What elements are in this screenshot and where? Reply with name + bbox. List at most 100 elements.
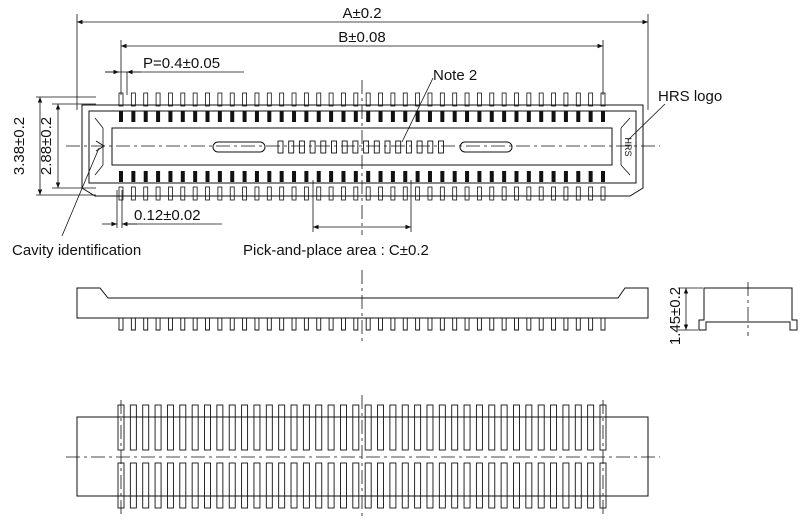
- pin-top: [192, 92, 198, 107]
- pin-bottom-contact: [489, 171, 494, 182]
- pin-bottom: [588, 186, 594, 201]
- pin-bottom: [291, 186, 297, 201]
- bottom-pin-lower: [389, 462, 397, 509]
- pin-top-contact: [465, 111, 470, 122]
- bottom-pin-upper: [426, 404, 434, 451]
- bottom-pin-upper: [513, 404, 520, 451]
- side-pin: [501, 318, 507, 331]
- pin-bottom-contact: [403, 171, 408, 182]
- pin-bottom-contact: [292, 171, 297, 182]
- bottom-pin-upper: [377, 404, 384, 451]
- pin-bottom-contact: [193, 171, 198, 182]
- pin-bottom: [217, 186, 223, 201]
- center-contact: [320, 140, 327, 154]
- pin-bottom-contact: [119, 171, 123, 182]
- pin-bottom-contact: [526, 171, 531, 182]
- bottom-pin-upper: [562, 404, 570, 451]
- dimension-2-88-label: 2.88±0.2: [38, 117, 55, 175]
- bottom-pin-lower: [340, 462, 347, 509]
- pin-top: [205, 92, 210, 107]
- bottom-pin-upper: [129, 404, 137, 451]
- bottom-pin-lower: [129, 462, 137, 509]
- pin-top-contact: [205, 111, 210, 122]
- side-pin: [402, 318, 408, 331]
- bottom-pin-upper: [389, 404, 397, 451]
- center-contact: [341, 140, 348, 154]
- pin-top-contact: [143, 111, 148, 122]
- dimension-0-12: 0.12±0.02: [102, 190, 222, 228]
- top-pins-lower: [118, 171, 606, 201]
- pin-top-contact: [131, 111, 136, 122]
- pin-bottom: [415, 186, 421, 201]
- bottom-pin-lower: [587, 462, 595, 509]
- pin-bottom: [452, 186, 458, 201]
- dimension-1-45-label: 1.45±0.2: [667, 287, 684, 345]
- side-pin: [155, 318, 161, 331]
- pin-top: [266, 92, 272, 107]
- pin-top: [365, 92, 371, 107]
- pin-top-contact: [279, 111, 284, 122]
- bottom-pin-lower: [500, 462, 508, 509]
- bottom-pin-upper: [290, 404, 298, 451]
- bottom-pin-upper: [253, 404, 261, 451]
- pick-place-label: Pick-and-place area : C±0.2: [243, 242, 429, 259]
- pin-top: [130, 92, 136, 107]
- pin-top: [291, 92, 297, 107]
- pin-bottom-contact: [168, 171, 173, 182]
- pin-top-contact: [563, 111, 568, 122]
- pin-top: [538, 92, 544, 107]
- bottom-pin-lower: [438, 462, 446, 509]
- pin-bottom-contact: [143, 171, 148, 182]
- pin-bottom-contact: [378, 171, 383, 182]
- bottom-pin-lower: [166, 462, 174, 509]
- pin-bottom-contact: [514, 171, 519, 182]
- pin-bottom-contact: [205, 171, 210, 182]
- pin-top-contact: [415, 111, 420, 122]
- center-contact: [363, 140, 370, 154]
- pin-bottom: [118, 186, 124, 201]
- side-pin: [514, 318, 519, 331]
- side-pin: [316, 318, 322, 331]
- pin-top-contact: [119, 111, 123, 122]
- pin-top: [575, 92, 581, 107]
- bottom-pin-lower: [525, 462, 533, 509]
- pin-bottom: [328, 186, 334, 201]
- center-contact: [298, 140, 305, 154]
- pin-bottom: [180, 186, 186, 201]
- pin-bottom: [192, 186, 198, 201]
- bottom-pin-upper: [488, 404, 496, 451]
- pin-top: [402, 92, 408, 107]
- pin-top-contact: [576, 111, 581, 122]
- bottom-pin-upper: [463, 404, 471, 451]
- pin-top-contact: [193, 111, 198, 122]
- top-pins-upper: [118, 92, 606, 122]
- bottom-pin-lower: [315, 462, 323, 509]
- pin-top: [180, 92, 186, 107]
- center-contact: [405, 140, 412, 154]
- bottom-pin-lower: [302, 462, 310, 509]
- bottom-pin-upper: [340, 404, 347, 451]
- pin-top-contact: [514, 111, 519, 122]
- pin-bottom-contact: [502, 171, 507, 182]
- pin-top-contact: [427, 111, 432, 122]
- pin-bottom: [477, 186, 482, 201]
- bottom-pin-upper: [327, 404, 335, 451]
- bottom-pin-lower: [142, 462, 150, 509]
- side-pin: [279, 318, 285, 331]
- pin-bottom-contact: [242, 171, 247, 182]
- pin-bottom: [365, 186, 371, 201]
- pin-top: [563, 92, 569, 107]
- side-pin: [538, 318, 544, 331]
- pin-bottom-contact: [563, 171, 568, 182]
- side-pin: [489, 318, 495, 331]
- side-pin: [254, 318, 260, 331]
- pin-top: [316, 92, 322, 107]
- pin-bottom: [303, 186, 309, 201]
- bottom-pin-upper: [500, 404, 508, 451]
- pin-bottom-contact: [588, 171, 593, 182]
- bottom-pin-lower: [463, 462, 471, 509]
- pin-top: [415, 92, 421, 107]
- pin-top: [427, 92, 433, 107]
- center-contact: [384, 140, 391, 154]
- pin-top-contact: [304, 111, 309, 122]
